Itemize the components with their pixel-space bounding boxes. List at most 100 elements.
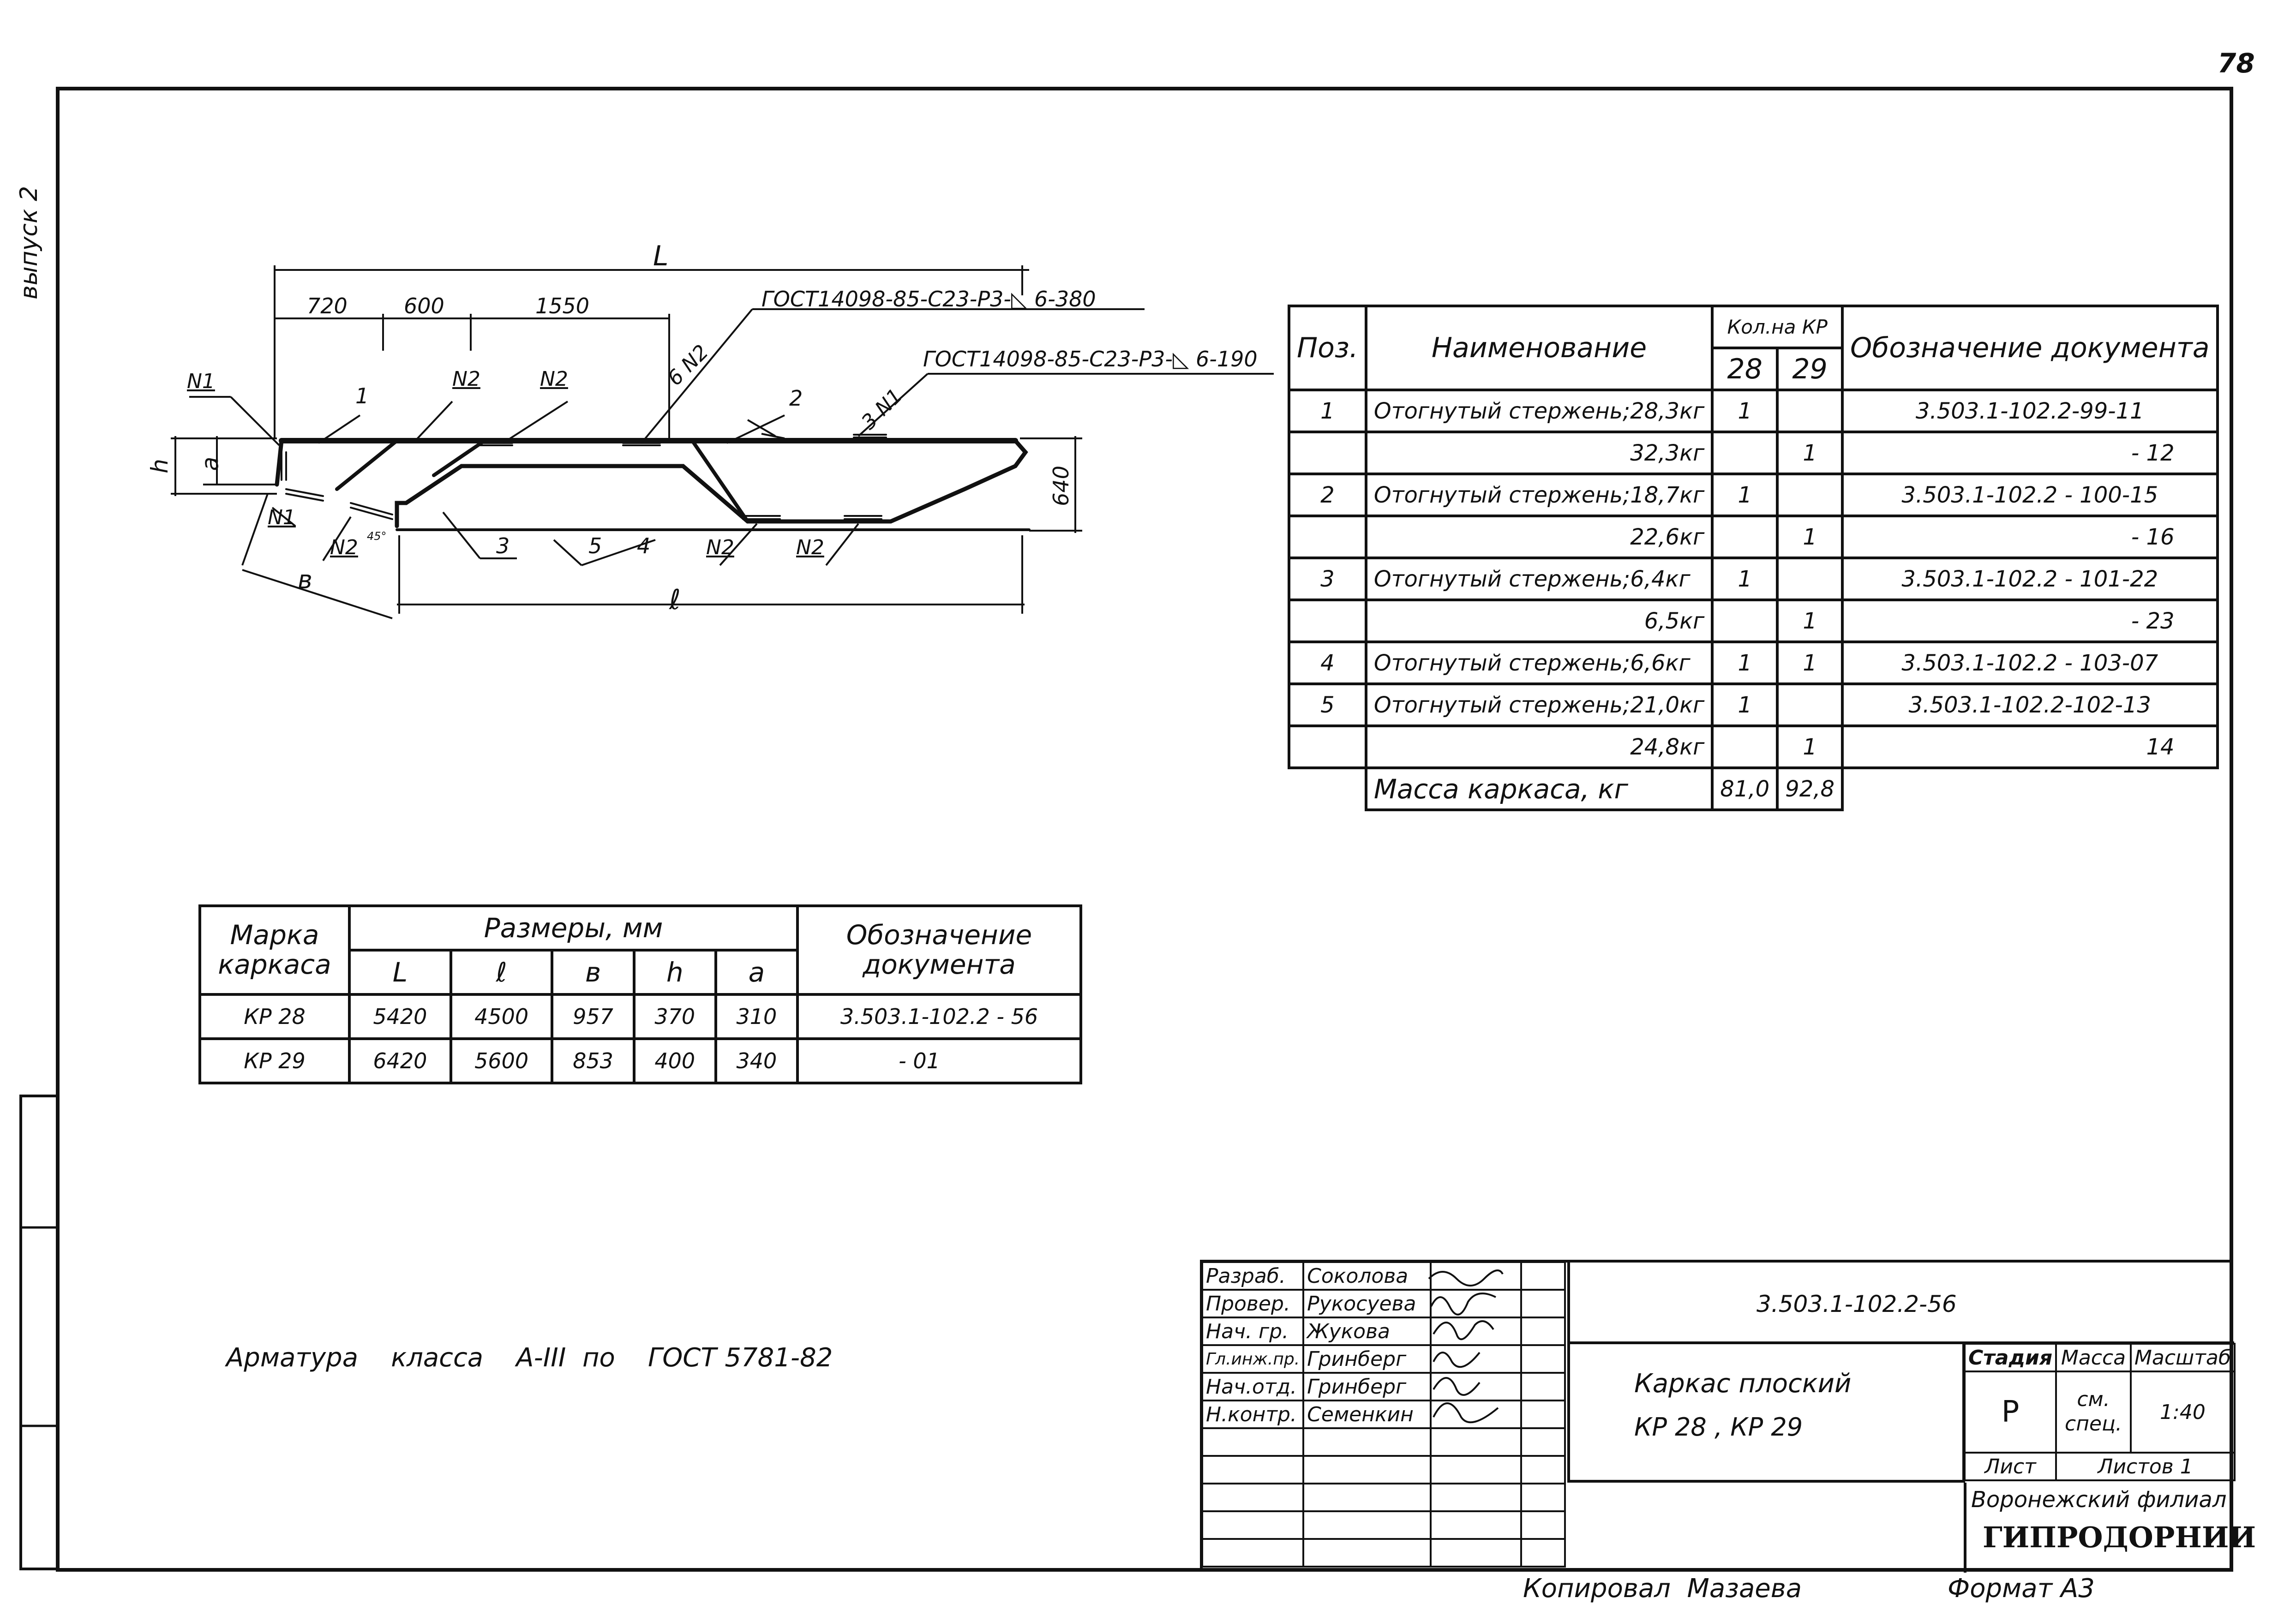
spec-qty-28	[1711, 515, 1779, 559]
sizes-a: 340	[714, 1037, 799, 1084]
sizes-b: 853	[551, 1037, 635, 1084]
spec-doc: 3.503.1-102.2-99-11	[1841, 389, 2219, 433]
spec-name: 22,6кг	[1364, 515, 1714, 559]
person-name: Соколова	[1302, 1261, 1432, 1291]
person-name: Гринберг	[1302, 1372, 1432, 1401]
spec-qty-29	[1776, 389, 1844, 433]
sizes-doc: 3.503.1-102.2 - 56	[796, 993, 1082, 1040]
signature-row: Нач.отд.Гринберг	[1201, 1372, 1566, 1401]
mass-label: Масса	[2055, 1343, 2132, 1372]
sizes-col-b: в	[551, 949, 635, 996]
sizes-col-doc: Обозначение документа	[796, 904, 1082, 996]
sizes-l: 5600	[449, 1037, 554, 1084]
spec-qty-29: 1	[1776, 431, 1844, 475]
table-row: 22,6кг 1 - 16	[1288, 515, 2219, 559]
table-row: 2 Отогнутый стержень;18,7кг 1 3.503.1-10…	[1288, 473, 2219, 517]
signature-row: Нач. гр.Жукова	[1201, 1317, 1566, 1346]
callout-n2-b: N2	[540, 367, 568, 391]
sizes-col-a: a	[714, 949, 799, 996]
dim-45-label: 45°	[367, 530, 387, 543]
table-row: 32,3кг 1 - 12	[1288, 431, 2219, 475]
spec-mass-28: 81,0	[1711, 766, 1779, 811]
stage-table: Стадия Масса Масштаб Р см. спец. 1:40 Ли…	[1963, 1343, 2236, 1481]
spec-qty-28: 1	[1711, 389, 1779, 433]
spec-doc: 3.503.1-102.2-102-13	[1841, 682, 2219, 727]
spec-name: Отогнутый стержень;6,6кг	[1364, 640, 1714, 685]
spec-doc: 3.503.1-102.2 - 103-07	[1841, 640, 2219, 685]
signature-row: Провер.Рукосуева	[1201, 1289, 1566, 1318]
spec-qty-28: 1	[1711, 473, 1779, 517]
spec-name: 24,8кг	[1364, 724, 1714, 769]
spec-pos: 3	[1288, 557, 1367, 601]
spec-name: 6,5кг	[1364, 599, 1714, 643]
table-row: 24,8кг 1 14	[1288, 724, 2219, 769]
spec-qty-28: 1	[1711, 557, 1779, 601]
signatures-icon	[1428, 1269, 1504, 1424]
spec-pos: 4	[1288, 640, 1367, 685]
spec-doc: 14	[1841, 724, 2219, 769]
reinforcement-note: Арматура класса А-III по ГОСТ 5781-82	[226, 1343, 833, 1373]
table-row: 4 Отогнутый стержень;6,6кг 1 1 3.503.1-1…	[1288, 640, 2219, 685]
spec-name: Отогнутый стержень;18,7кг	[1364, 473, 1714, 517]
format-label: Формат А3	[1948, 1574, 2095, 1604]
dim-l-label: ℓ	[669, 584, 681, 616]
title-block: Разраб.Соколова Провер.Рукосуева Нач. гр…	[1200, 1260, 2256, 1573]
sizes-mark: КР 28	[198, 993, 351, 1040]
specification-table: Поз. Наименование Кол.на КР Обозначение …	[1288, 305, 2219, 811]
spec-qty-29: 1	[1776, 640, 1844, 685]
spec-name: Отогнутый стержень;6,4кг	[1364, 557, 1714, 601]
dim-a-label: a	[197, 456, 224, 471]
sheet-label: Лист	[1963, 1452, 2057, 1481]
spec-name: Отогнутый стержень;21,0кг	[1364, 682, 1714, 727]
dim-600-label: 600	[404, 293, 444, 318]
spec-pos: 1	[1288, 389, 1367, 433]
spec-col-name: Наименование	[1364, 305, 1714, 391]
table-row: КР 28 5420 4500 957 370 310 3.503.1-102.…	[198, 993, 1082, 1040]
sizes-h: 370	[632, 993, 717, 1040]
spec-pos	[1288, 724, 1367, 769]
spec-pos	[1288, 599, 1367, 643]
callout-n2-c: N2	[330, 536, 358, 559]
spec-qty-29: 1	[1776, 599, 1844, 643]
spec-pos	[1288, 431, 1367, 475]
role: Гл.инж.пр.	[1201, 1344, 1305, 1374]
spec-doc: 3.503.1-102.2 - 101-22	[1841, 557, 2219, 601]
sizes-l: 4500	[449, 993, 554, 1040]
person-name: Гринберг	[1302, 1344, 1432, 1374]
stage-label: Стадия	[1963, 1343, 2057, 1372]
sizes-b: 957	[551, 993, 635, 1040]
org-line1: Воронежский филиал	[1971, 1487, 2227, 1513]
spec-doc: - 23	[1841, 599, 2219, 643]
person-name: Рукосуева	[1302, 1289, 1432, 1318]
scale-label: Масштаб	[2129, 1343, 2236, 1372]
drawing-title-line2: КР 28 , КР 29	[1634, 1413, 1803, 1442]
spec-qty-29: 1	[1776, 724, 1844, 769]
dim-1550-label: 1550	[535, 293, 590, 318]
spec-doc: - 12	[1841, 431, 2219, 475]
drawing-title-line1: Каркас плоский	[1634, 1369, 1852, 1399]
callout-n1-bottom: N1	[268, 506, 296, 529]
doc-number: 3.503.1-102.2-56	[1756, 1291, 1957, 1317]
spec-doc: - 16	[1841, 515, 2219, 559]
dim-L-label: L	[653, 240, 669, 272]
spec-qty-28: 1	[1711, 640, 1779, 685]
sizes-doc: - 01	[796, 1037, 1082, 1084]
spec-doc: 3.503.1-102.2 - 100-15	[1841, 473, 2219, 517]
stage-value: Р	[1963, 1371, 2057, 1454]
org-line2: ГИПРОДОРНИИ	[1983, 1520, 2256, 1554]
sizes-col-sizes: Размеры, мм	[348, 904, 799, 952]
person-name: Жукова	[1302, 1317, 1432, 1346]
mass-value: см. спец.	[2055, 1371, 2132, 1454]
signatures-table: Разраб.Соколова Провер.Рукосуева Нач. гр…	[1201, 1261, 1566, 1568]
spec-col-doc: Обозначение документа	[1841, 305, 2219, 391]
sheets-label: Листов 1	[2055, 1452, 2236, 1481]
spec-qty-28	[1711, 431, 1779, 475]
weld-note-1: ГОСТ14098-85-С23-Р3-◺ 6-380	[761, 287, 1096, 311]
table-row: КР 29 6420 5600 853 400 340 - 01	[198, 1037, 1082, 1084]
spec-qty-29	[1776, 682, 1844, 727]
table-row: 3 Отогнутый стержень;6,4кг 1 3.503.1-102…	[1288, 557, 2219, 601]
dim-640-label: 640	[1048, 466, 1073, 506]
role: Нач.отд.	[1201, 1372, 1305, 1401]
signature-row: Н.контр.Семенкин	[1201, 1400, 1566, 1429]
spec-col-qty-29: 29	[1776, 347, 1844, 391]
